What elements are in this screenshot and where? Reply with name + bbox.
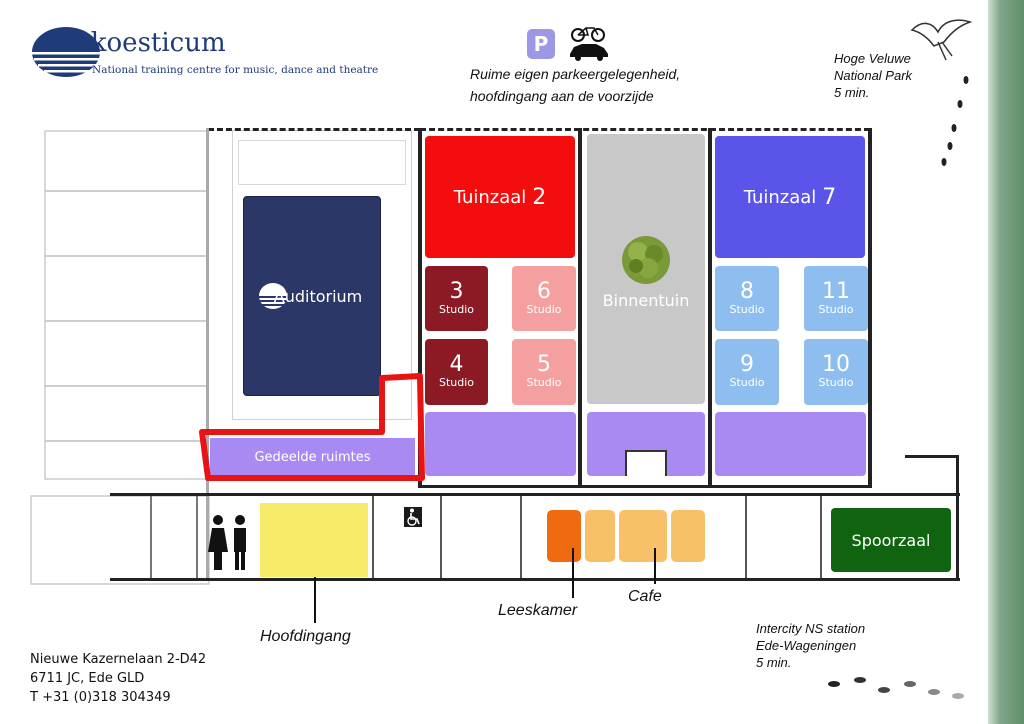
station-line1: Intercity NS station (756, 621, 866, 636)
auditorium-label: Auditorium (273, 286, 363, 306)
bird-icon (910, 19, 972, 61)
tuinzaal-7-word: Tuinzaal (743, 186, 817, 208)
room-cafe-1[interactable] (585, 510, 615, 562)
bike-car-icon (570, 27, 608, 61)
studio-6[interactable]: 6 Studio (512, 266, 576, 331)
auditorium-logo-icon (258, 282, 287, 309)
room-hoofdingang[interactable] (260, 503, 368, 577)
footprints-icon (941, 76, 969, 166)
room-leeskamer[interactable] (547, 510, 581, 562)
studio-4[interactable]: 4 Studio (425, 339, 488, 405)
cafe-label: Cafe (628, 588, 662, 605)
park-line2: National Park (834, 68, 913, 83)
address-line2: 6711 JC, Ede GLD (30, 671, 145, 686)
room-cafe-3[interactable] (671, 510, 705, 562)
leeskamer-pointer (572, 548, 574, 598)
brand-tagline: National training centre for music, danc… (92, 64, 379, 76)
tree-icon (622, 236, 670, 284)
forest-edge (988, 0, 1024, 724)
parking-line1: Ruime eigen parkeergelegenheid, (470, 66, 681, 82)
room-gedeelde-ruimtes[interactable]: Gedeelde ruimtes (210, 438, 415, 476)
room-cafe-2[interactable] (619, 510, 667, 562)
tuinzaal-2-word: Tuinzaal (453, 186, 527, 208)
room-tuinzaal-7[interactable]: Tuinzaal 7 (715, 136, 865, 258)
wheelchair-icon (404, 507, 422, 527)
studio-8[interactable]: 8 Studio (715, 266, 779, 331)
studio-5[interactable]: 5 Studio (512, 339, 576, 405)
logo: Akoesticum National training centre for … (30, 24, 390, 84)
shared-area-middle[interactable] (587, 412, 705, 476)
park-line1: Hoge Veluwe (834, 51, 911, 66)
station-info: Intercity NS station Ede-Wageningen 5 mi… (756, 620, 865, 671)
room-auditorium[interactable]: Auditorium (243, 196, 381, 396)
studio-10[interactable]: 10 Studio (804, 339, 868, 405)
room-binnentuin[interactable]: Binnentuin (587, 134, 705, 404)
park-info: Hoge Veluwe National Park 5 min. (834, 50, 912, 101)
spoorzaal-label: Spoorzaal (851, 530, 931, 550)
room-tuinzaal-2[interactable]: Tuinzaal 2 (425, 136, 575, 258)
middle-door (625, 450, 667, 476)
studio-3[interactable]: 3 Studio (425, 266, 488, 331)
footprints-bottom-icon (828, 677, 964, 699)
gedeelde-label: Gedeelde ruimtes (254, 449, 371, 465)
binnentuin-label: Binnentuin (602, 291, 690, 310)
tuinzaal-7-number: 7 (822, 184, 837, 210)
logo-mark-icon (32, 27, 102, 77)
hoofdingang-pointer (314, 577, 316, 623)
address-line1: Nieuwe Kazernelaan 2-D42 (30, 652, 207, 667)
parking-icon: P (527, 29, 555, 59)
park-line3: 5 min. (834, 85, 870, 100)
station-line2: Ede-Wageningen (756, 638, 857, 653)
room-spoorzaal[interactable]: Spoorzaal (831, 508, 951, 572)
cafe-pointer (654, 548, 656, 584)
tuinzaal-2-number: 2 (532, 184, 547, 210)
highlight-outline (199, 373, 425, 481)
studio-9[interactable]: 9 Studio (715, 339, 779, 405)
hoofdingang-label: Hoofdingang (260, 628, 351, 645)
toilets-icon (206, 512, 252, 574)
parking-line2: hoofdingang aan de voorzijde (470, 88, 654, 104)
address-block: Nieuwe Kazernelaan 2-D42 6711 JC, Ede GL… (30, 650, 206, 707)
address-line3: T +31 (0)318 304349 (30, 690, 171, 705)
shared-area-left[interactable] (425, 412, 576, 476)
brand-name: Akoesticum (72, 28, 226, 58)
studio-11[interactable]: 11 Studio (804, 266, 868, 331)
station-line3: 5 min. (756, 655, 792, 670)
leeskamer-label: Leeskamer (498, 602, 578, 619)
shared-area-right[interactable] (715, 412, 866, 476)
